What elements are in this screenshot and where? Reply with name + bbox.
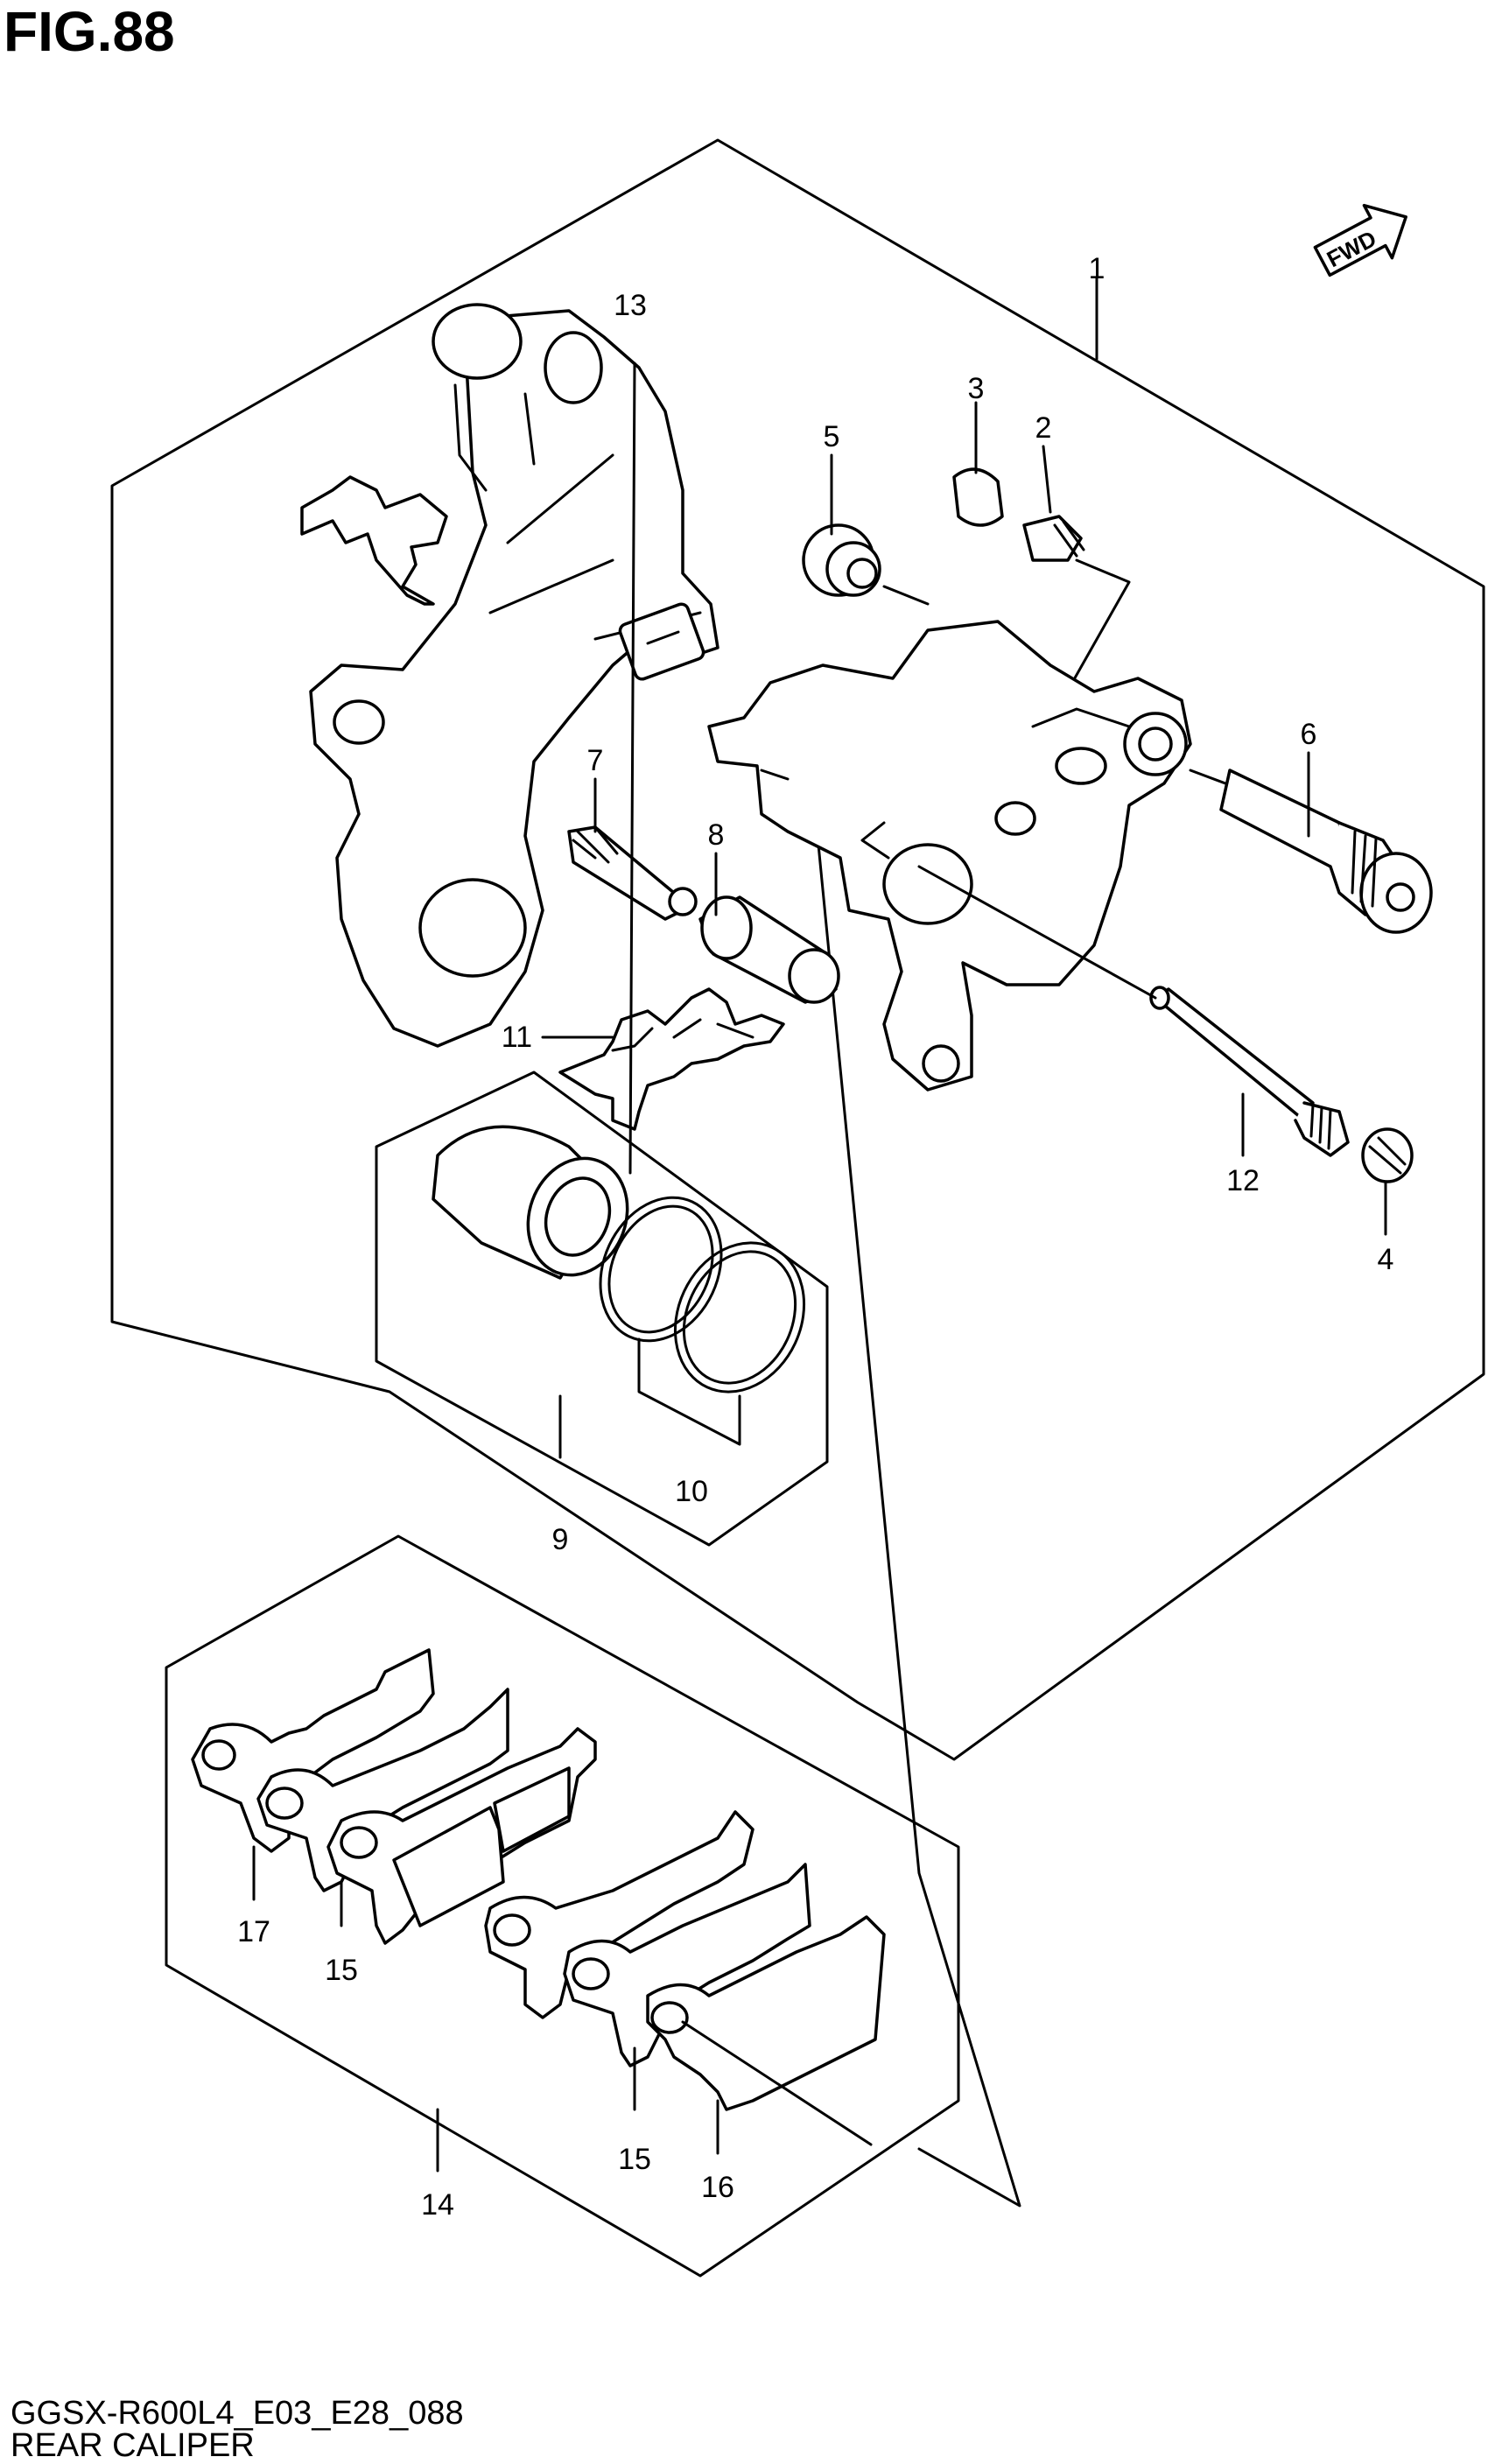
callout-2: 2 — [1035, 411, 1052, 445]
callout-17: 17 — [237, 1915, 270, 1948]
seal-10-leader — [637, 1337, 741, 1446]
fwd-arrow-icon: FWD — [1313, 203, 1407, 277]
part-4-plug — [1361, 1127, 1414, 1183]
part-9-piston — [432, 1125, 629, 1280]
callout-11: 11 — [502, 1021, 532, 1054]
guide-line — [817, 843, 1021, 2208]
callout-10: 10 — [675, 1475, 708, 1508]
part-15-shim-lower — [563, 1863, 811, 2067]
pad-right — [484, 1810, 755, 2019]
callout-1: 1 — [1089, 252, 1105, 285]
shim-16-leader — [681, 2020, 873, 2146]
part-11-pad-spring — [558, 987, 785, 1131]
pin-6-leader — [1189, 769, 1227, 785]
callout-5: 5 — [824, 420, 840, 453]
caliper-bracket — [309, 303, 719, 1048]
pad-clip — [300, 475, 448, 606]
leader-lines — [252, 277, 1387, 2173]
part-15-shim-upper — [256, 1688, 509, 1892]
caliper-body — [707, 620, 1192, 1092]
callout-16: 16 — [701, 2171, 734, 2204]
figure-code: GGSX-R600L4_E03_E28_088 — [11, 2395, 464, 2432]
pin-12-leader — [917, 865, 1157, 1000]
callout-7: 7 — [587, 744, 604, 777]
part-2-bleeder — [1022, 515, 1085, 562]
part-3-cap — [952, 467, 1004, 527]
figure-name: REAR CALIPER — [11, 2427, 255, 2464]
part-17-shim — [191, 1648, 435, 1853]
callout-4: 4 — [1378, 1243, 1394, 1276]
part-12-slide-pin — [1149, 986, 1350, 1157]
figure-title: FIG.88 — [4, 0, 175, 63]
callout-9: 9 — [552, 1523, 569, 1556]
part-16-shim — [646, 1915, 886, 2111]
pad-left — [326, 1727, 597, 1945]
part-6-slide-pin — [1219, 769, 1433, 934]
pad-set-outline — [165, 1534, 960, 2278]
part-10-seals — [599, 1196, 806, 1393]
callout-6: 6 — [1301, 718, 1317, 751]
callout-15a: 15 — [325, 1954, 358, 1987]
callout-15b: 15 — [618, 2143, 651, 2176]
callout-12: 12 — [1226, 1164, 1260, 1197]
callout-13: 13 — [614, 289, 647, 322]
part-5-boot — [802, 523, 881, 597]
callout-3: 3 — [968, 372, 985, 405]
callout-8: 8 — [708, 818, 725, 852]
piston-group-outline — [375, 1071, 829, 1547]
part-8-boot — [698, 895, 840, 1004]
callout-14: 14 — [421, 2188, 454, 2222]
caliper-assembly-outline — [110, 138, 1485, 1761]
